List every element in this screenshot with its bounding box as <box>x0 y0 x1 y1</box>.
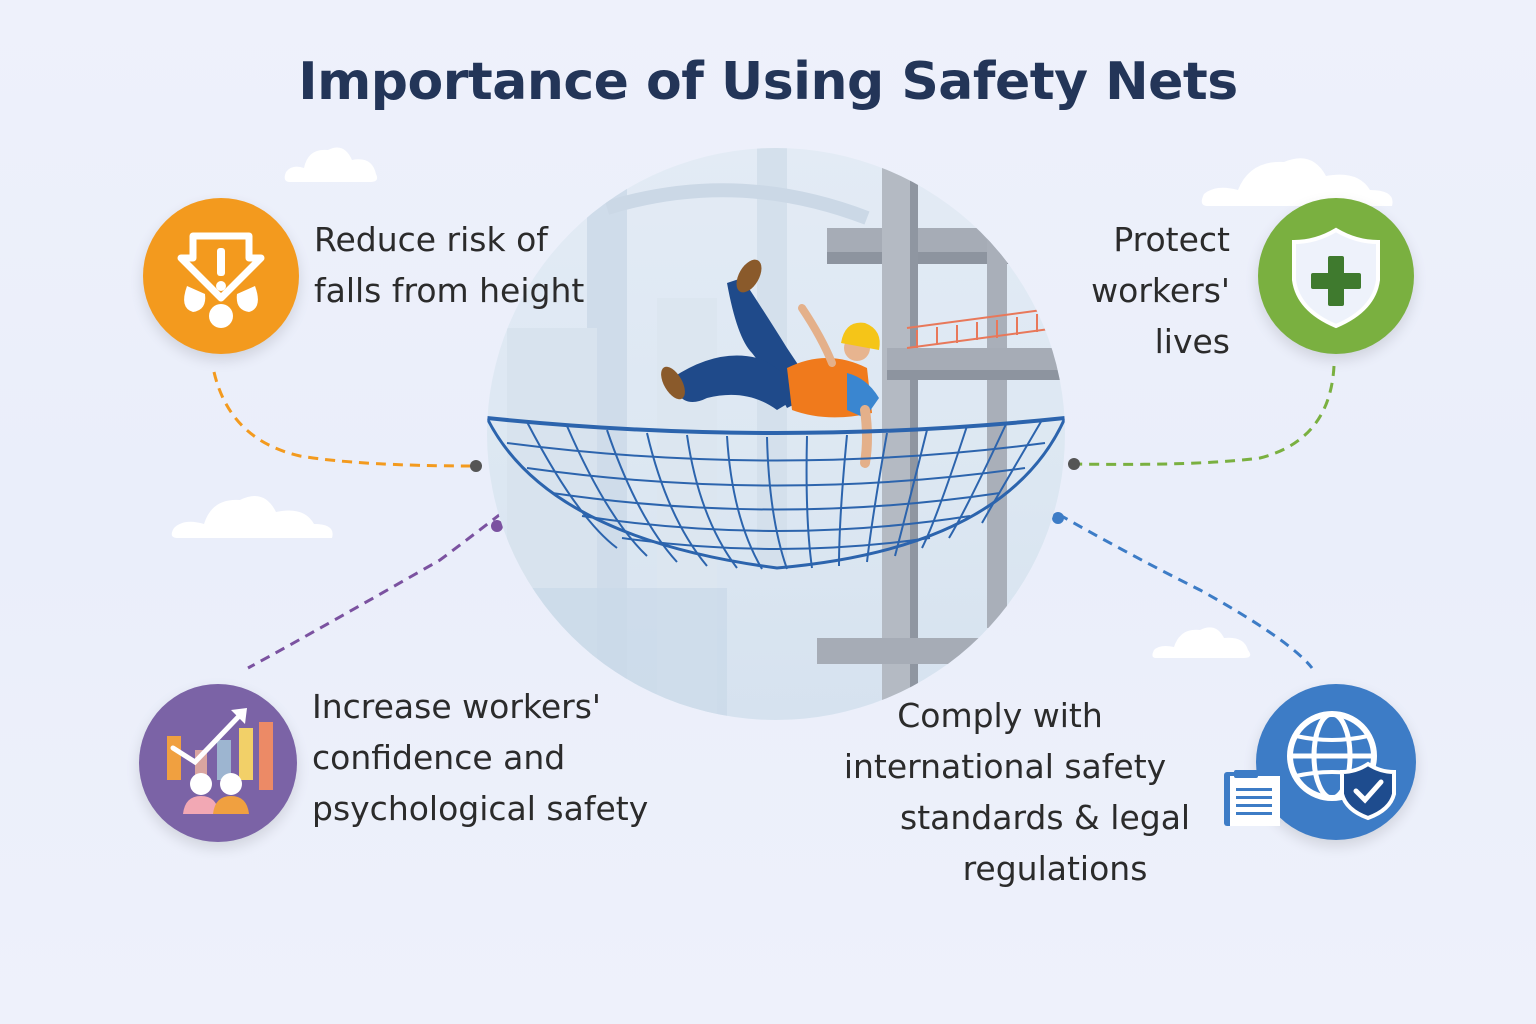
fall-warning-icon <box>177 232 265 328</box>
benefit-protect-lives-text: Protect workers' lives <box>1091 220 1230 361</box>
benefit-confidence-text: Increase workers' confidence and psychol… <box>312 687 649 828</box>
cloud-icon <box>284 147 378 182</box>
growth-chart-people-icon <box>167 708 273 814</box>
fall-warning-badge <box>143 198 299 354</box>
falling-worker-illustration <box>487 148 1065 720</box>
cloud-icon <box>1152 627 1251 658</box>
benefit-reduce-falls-text: Reduce risk of falls from height <box>314 220 585 310</box>
benefit-comply-standards-text: Comply with international safety standar… <box>843 696 1191 888</box>
cloud-icon <box>171 496 333 538</box>
document-icon <box>1224 770 1280 826</box>
shield-plus-icon <box>1292 227 1380 329</box>
page-title: Importance of Using Safety Nets <box>298 52 1238 112</box>
globe-shield-badge <box>1256 684 1416 840</box>
cloud-icon <box>1201 158 1393 206</box>
growth-chart-people-badge <box>139 684 297 842</box>
shield-plus-badge <box>1258 198 1414 354</box>
globe-shield-check-icon <box>1287 711 1396 821</box>
